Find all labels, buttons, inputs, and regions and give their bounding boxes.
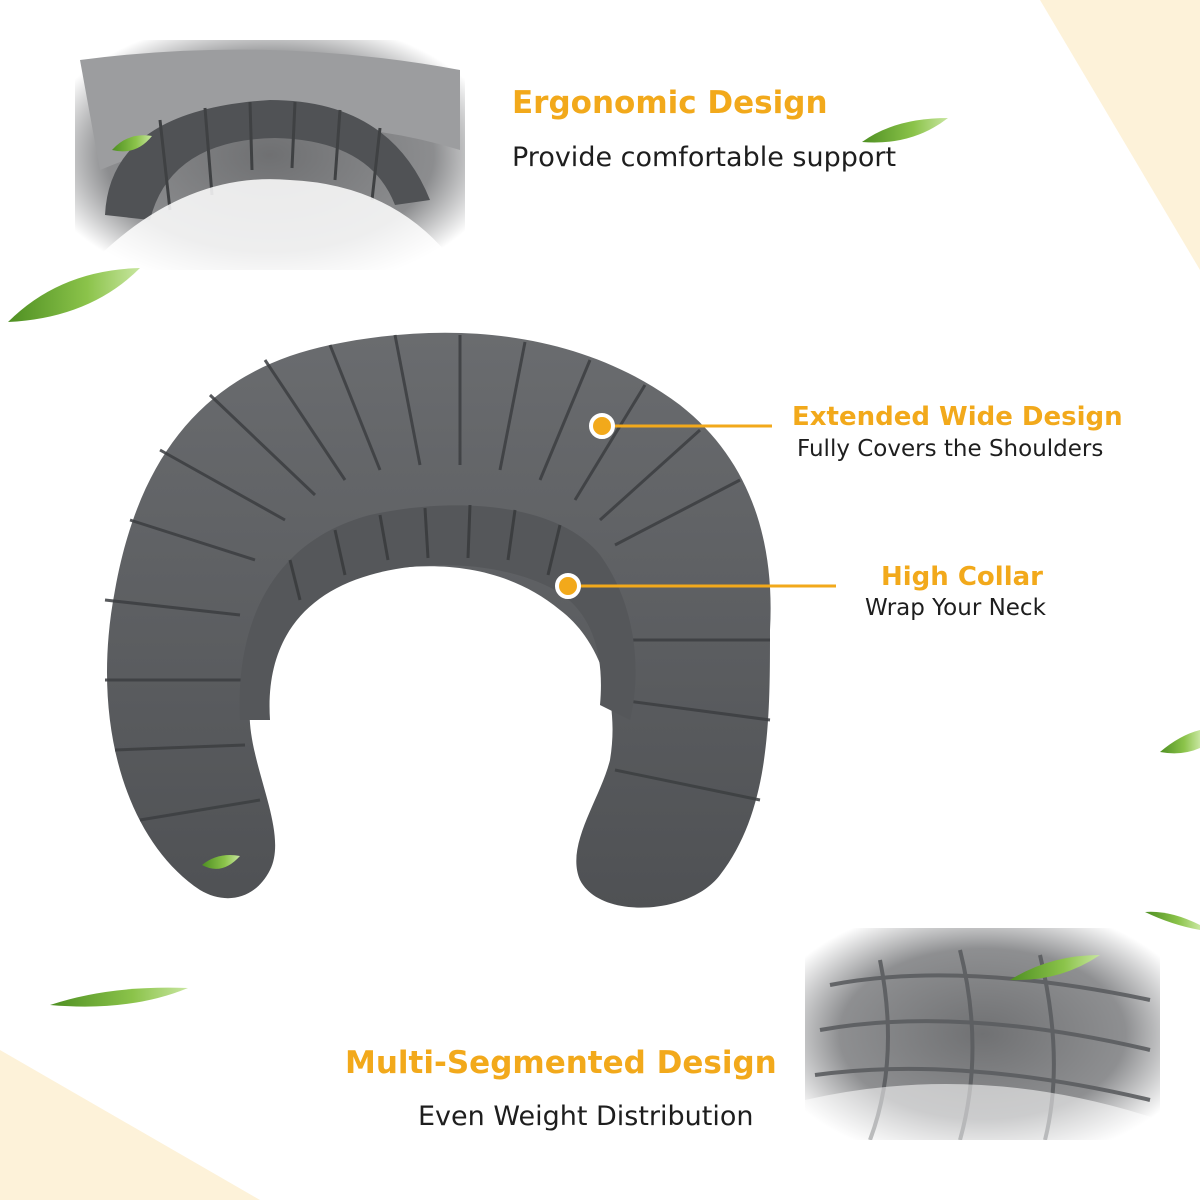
leaf-icon [50, 987, 188, 1007]
leaf-icon [8, 268, 140, 322]
leaf-icon [1160, 730, 1200, 754]
segment-seams [104, 334, 771, 822]
callout-dot-icon [555, 573, 581, 599]
extended-title: Extended Wide Design [792, 402, 1123, 432]
collar-subtitle: Wrap Your Neck [865, 595, 1046, 621]
collar-title: High Collar [881, 562, 1043, 592]
ergonomic-detail-photo [75, 40, 465, 270]
collar-seams [288, 504, 562, 601]
neck-wrap-product [104, 332, 771, 908]
callout-extended [589, 413, 772, 439]
callout-collar [555, 573, 836, 599]
cream-corner-top-right [1040, 0, 1200, 270]
leaf-icon [1145, 911, 1200, 930]
extended-subtitle: Fully Covers the Shoulders [797, 436, 1104, 462]
leaf-icon [862, 118, 948, 143]
segmented-detail-photo [805, 928, 1160, 1140]
leaf-icon [112, 135, 152, 152]
segmented-title: Multi-Segmented Design [345, 1045, 777, 1081]
high-collar [239, 505, 636, 720]
leaf-icon [1010, 955, 1100, 981]
leaf-icon [202, 855, 240, 869]
cream-corner-bottom-left [0, 1050, 260, 1200]
ergonomic-subtitle: Provide comfortable support [512, 142, 897, 173]
outer-shoulder-pad [106, 332, 771, 908]
callout-dot-icon [589, 413, 615, 439]
segmented-subtitle: Even Weight Distribution [418, 1101, 754, 1132]
ergonomic-title: Ergonomic Design [512, 85, 828, 121]
